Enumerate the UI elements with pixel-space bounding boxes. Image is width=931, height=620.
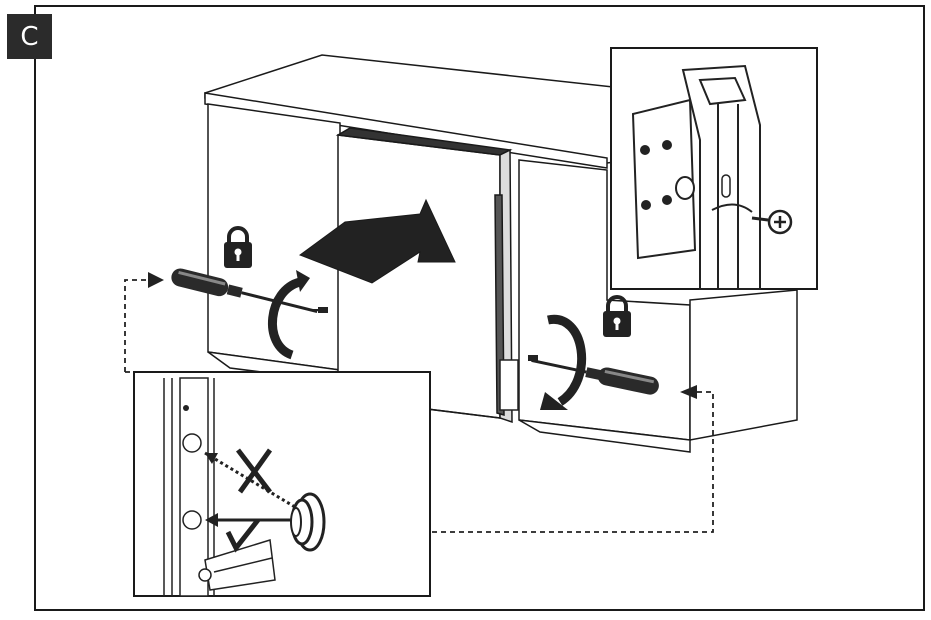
- dashed-guide-right: [430, 391, 714, 533]
- lock-icon: [603, 295, 631, 337]
- rotate-arrow-icon: [267, 270, 310, 360]
- inset-cap-detail: [133, 371, 431, 597]
- screw-icon: [528, 355, 538, 361]
- check-mark-icon: [225, 518, 260, 553]
- plug-cap-icon: [290, 492, 326, 552]
- screw-icon: [310, 307, 328, 313]
- dashed-guide-left: [124, 279, 148, 372]
- step-badge: C: [7, 14, 52, 59]
- dishwasher: [335, 127, 513, 424]
- mounting-bracket: [499, 359, 519, 411]
- right-cabinet-plinth: [518, 419, 691, 453]
- push-arrow-icon: [298, 198, 456, 284]
- screwdriver-icon: [171, 268, 318, 314]
- arrow-head: [680, 385, 697, 399]
- diagram-border: [34, 5, 925, 611]
- right-cabinet-side: [689, 289, 798, 441]
- arrow-head: [148, 272, 164, 288]
- rotate-arrow-icon: [540, 314, 586, 410]
- lock-icon: [224, 226, 252, 268]
- inset-bracket-detail: [610, 47, 818, 290]
- screwdriver-icon: [531, 358, 659, 395]
- x-mark-icon: [236, 448, 273, 494]
